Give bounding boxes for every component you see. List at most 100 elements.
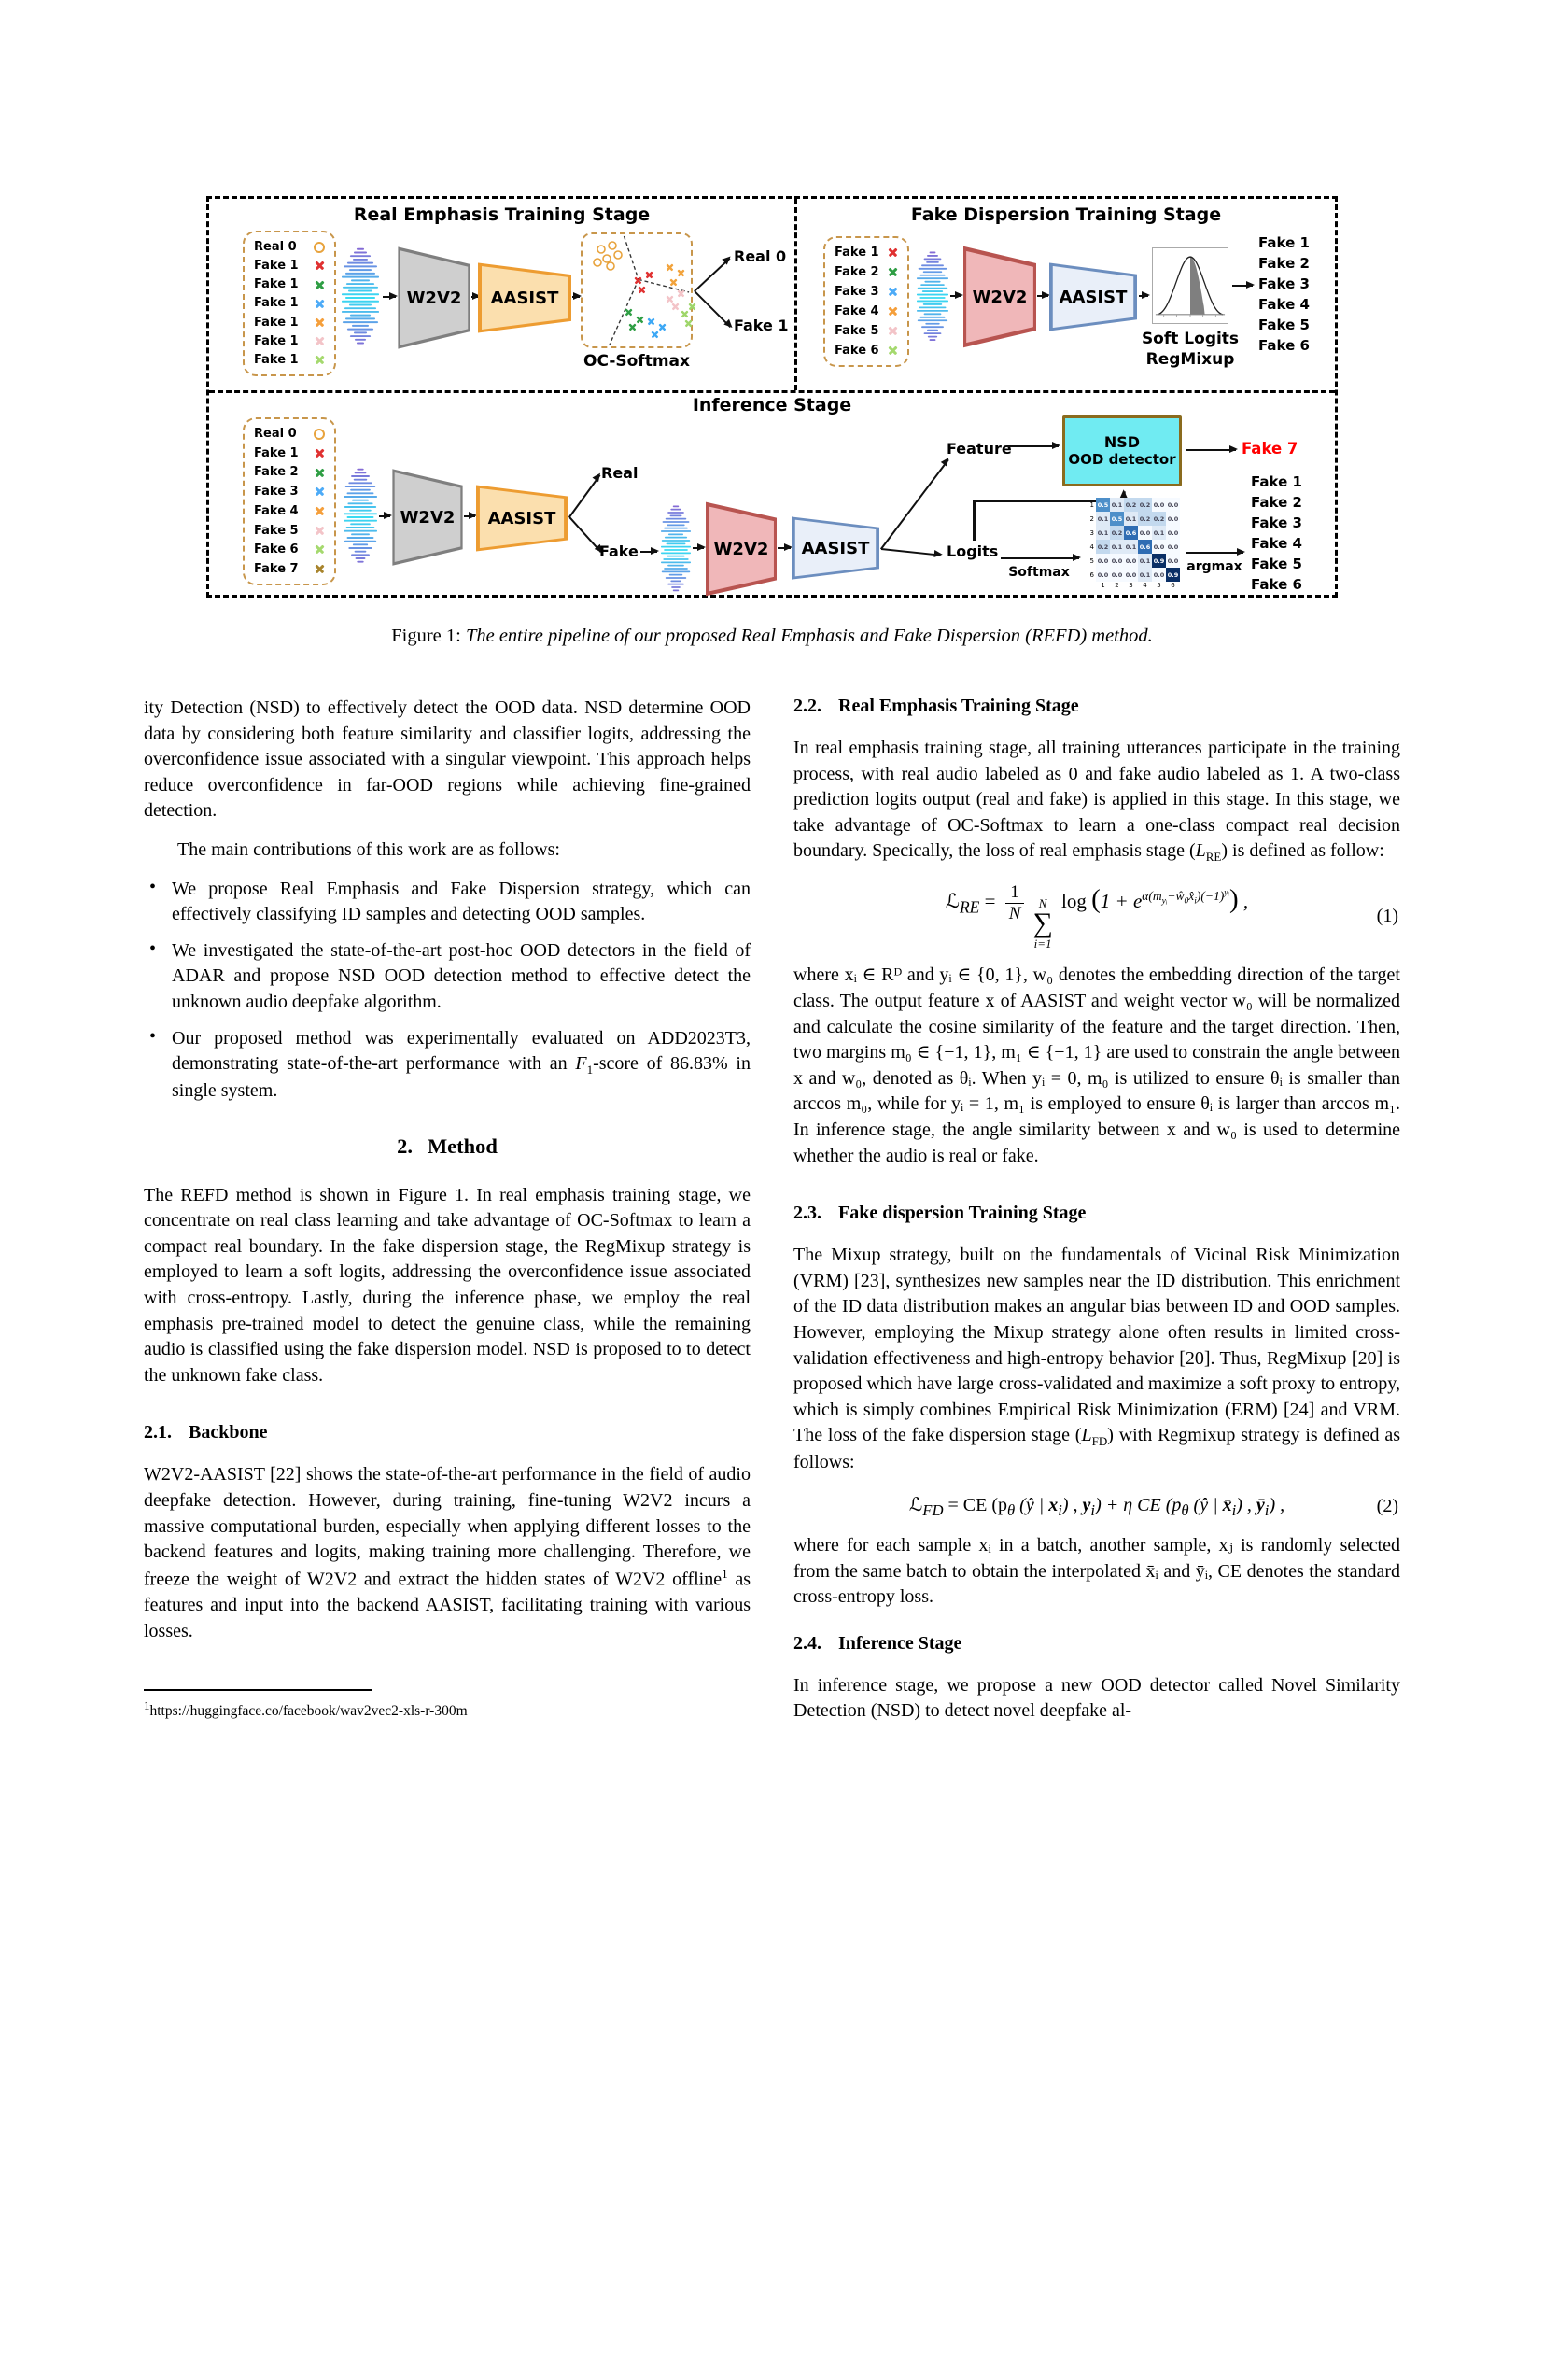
arrow-fake-branch (694, 290, 732, 328)
bullet-text: Our proposed method was experimentally e… (172, 1027, 751, 1102)
heatmap-cell: 0.0 (1096, 568, 1110, 582)
panelA-aasist-block: AASIST (478, 262, 571, 333)
output-class-label: Fake 6 (1251, 576, 1302, 593)
footnote-marker: 1 (144, 1698, 150, 1713)
arrow (693, 543, 706, 552)
cluster-mark (681, 310, 689, 318)
arrow (464, 512, 477, 520)
cluster-mark (638, 286, 646, 294)
heatmap-cell: 0.9 (1166, 568, 1180, 582)
heatmap-cell: 0.5 (1096, 498, 1110, 512)
sample-item: Fake 6 (835, 344, 898, 358)
footnote-rule (144, 1689, 372, 1692)
fake-x-icon (315, 506, 325, 516)
panelC-w2v2a-block: W2V2 (392, 468, 463, 567)
arrow-argmax (1186, 548, 1245, 556)
bullet-icon: • (149, 937, 157, 959)
feature-label: Feature (947, 440, 1012, 458)
heatmap-cell: 0.2 (1138, 498, 1152, 512)
heatmap-cell: 0.1 (1138, 554, 1152, 568)
cluster-mark (634, 276, 642, 285)
sample-item: Fake 1 (254, 259, 325, 273)
real-circle-icon (314, 428, 325, 440)
heatmap-cell: 0.1 (1124, 512, 1138, 526)
nsd-ood-detector-box: NSD OOD detector (1062, 415, 1182, 486)
figure-caption: Figure 1: The entire pipeline of our pro… (0, 626, 1544, 647)
section-heading-method: 2.Method (397, 1134, 498, 1158)
subsection-heading-real-emphasis: 2.2.Real Emphasis Training Stage (793, 696, 1079, 716)
footnote-link[interactable]: https://huggingface.co/facebook/wav2vec2… (149, 1703, 468, 1720)
heatmap-cell: 0.0 (1152, 498, 1166, 512)
arrow-to-logits (880, 548, 941, 556)
fake-x-icon (888, 326, 898, 336)
cluster-mark (677, 269, 685, 277)
bullet-icon: • (149, 876, 157, 897)
nsd-label2: OOD detector (1068, 450, 1176, 468)
output-class-label: Fake 5 (1251, 556, 1302, 572)
arrow-to-real (568, 474, 601, 518)
heatmap-cell: 0.1 (1096, 512, 1110, 526)
panel-divider-vertical (794, 199, 797, 390)
sample-item: Fake 1 (254, 353, 325, 367)
panelA-title: Real Emphasis Training Stage (353, 204, 651, 225)
sample-item: Fake 1 (254, 296, 325, 310)
cluster-mark (608, 241, 617, 250)
panelA-aasist-label: AASIST (490, 288, 559, 308)
paragraph: The REFD method is shown in Figure 1. In… (144, 1184, 751, 1386)
heatmap-cell: 0.2 (1096, 540, 1110, 554)
heatmap-cell: 0.1 (1124, 540, 1138, 554)
subsection-heading-inference: 2.4.Inference Stage (793, 1632, 962, 1654)
arrow (1037, 291, 1050, 300)
arrow (1232, 281, 1255, 289)
panelA-out-fake: Fake 1 (734, 317, 789, 334)
cluster-mark (651, 331, 659, 339)
figure-caption-text: The entire pipeline of our proposed Real… (465, 626, 1153, 646)
output-class-label: Fake 2 (1258, 255, 1310, 272)
waveform-icon (342, 246, 379, 350)
sample-item: Real 0 (254, 240, 325, 254)
heatmap-cell: 5 (1157, 582, 1161, 589)
waveform-icon (661, 503, 691, 597)
arrow-softmax (1001, 554, 1081, 562)
left-column: ity Detection (NSD) to effectively detec… (144, 696, 751, 1726)
panelC-aasista-label: AASIST (487, 508, 556, 528)
heatmap-cell: 4 (1089, 542, 1094, 551)
arrow (1139, 291, 1150, 300)
cluster-mark (671, 303, 680, 311)
panelC-title: Inference Stage (692, 395, 852, 415)
heatmap-cell: 0.0 (1110, 568, 1124, 582)
sample-item: Fake 3 (835, 285, 898, 299)
fake-x-icon (315, 279, 325, 289)
arrow (572, 292, 582, 301)
paragraph: In inference stage, we propose a new OOD… (793, 1674, 1400, 1722)
arrow (950, 291, 963, 300)
cluster-mark (645, 271, 653, 279)
heatmap-cell: 0.2 (1138, 512, 1152, 526)
paragraph: ity Detection (NSD) to effectively detec… (144, 697, 751, 822)
cluster-mark (628, 323, 637, 331)
sample-item: Fake 5 (835, 324, 898, 338)
output-class-label: Fake 5 (1258, 317, 1310, 333)
cluster-mark (677, 289, 685, 298)
cluster-mark (636, 316, 644, 324)
soft-logits-label: Soft Logits (1141, 330, 1240, 348)
panelC-aasistb-label: AASIST (801, 538, 870, 558)
waveform-icon (917, 249, 948, 346)
heatmap-cell: 1 (1089, 500, 1094, 509)
paragraph: The Mixup strategy, built on the fundame… (793, 1245, 1400, 1473)
oc-softmax-plot (581, 232, 693, 348)
panel-divider-horizontal (209, 390, 1335, 393)
heatmap-cell: 0.0 (1152, 540, 1166, 554)
contribution-list: • We propose Real Emphasis and Fake Disp… (144, 877, 751, 1105)
panelC-aasista-block: AASIST (476, 485, 568, 552)
heatmap-cell: 0.2 (1124, 498, 1138, 512)
fake-x-icon (888, 287, 898, 297)
heatmap-cell: 0.1 (1138, 568, 1152, 582)
output-class-label: Fake 4 (1258, 296, 1310, 313)
bullet-icon: • (149, 1025, 157, 1047)
heatmap-cell: 4 (1143, 582, 1147, 589)
nsd-label: NSD (1103, 433, 1141, 452)
